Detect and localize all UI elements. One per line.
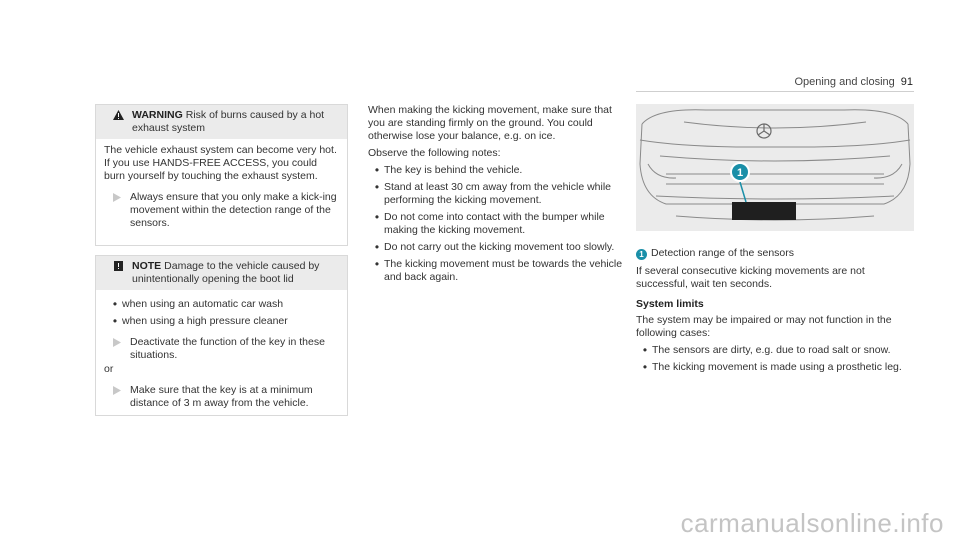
list-item: •Stand at least 30 cm away from the vehi… (370, 181, 623, 207)
page-number: 91 (900, 76, 913, 88)
retry-paragraph: If several consecutive kicking movements… (636, 265, 865, 290)
note-or: or (104, 363, 114, 375)
list-item: •when using a high pressure cleaner (108, 315, 339, 328)
bullet-icon: • (374, 240, 380, 254)
warning-triangle-icon (104, 109, 132, 135)
section-heading: System limits (636, 298, 704, 310)
bullet-icon: • (374, 210, 380, 224)
watermark: carmanualsonline.info (680, 508, 944, 538)
action-arrow-icon (104, 336, 130, 362)
action-arrow-icon (104, 384, 130, 410)
callout-number: 1 (737, 167, 743, 179)
warning-keyword: WARNING (132, 109, 183, 121)
list-item: •The key is behind the vehicle. (370, 164, 623, 177)
list-item: •The sensors are dirty, e.g. due to road… (638, 344, 916, 357)
intro-paragraph: When making the kicking movement, make s… (368, 104, 612, 142)
list-item: •Do not come into contact with the bumpe… (370, 211, 623, 237)
note-heading: Damage to the vehicle caused by unintent… (132, 260, 320, 285)
right-column: 1 Detection range of the sensors If sever… (636, 247, 916, 374)
notice-icon (104, 260, 132, 286)
list-item: •The kicking movement must be towards th… (370, 258, 623, 284)
bullet-icon: • (112, 297, 118, 311)
bullet-icon: • (374, 163, 380, 177)
bullet-icon: • (374, 257, 380, 271)
section-title: Opening and closing (794, 76, 895, 88)
bullet-icon: • (642, 343, 648, 357)
warning-body: The vehicle exhaust system can become ve… (104, 144, 337, 182)
limits-intro: The system may be impaired or may not fu… (636, 314, 892, 339)
figure-caption: 1 Detection range of the sensors (636, 247, 916, 260)
list-item: •when using an automatic car wash (108, 298, 339, 311)
vehicle-rear-illustration: 1 (636, 104, 914, 231)
car-rear-drawing: 1 (639, 109, 911, 221)
list-item: •The kicking movement is made using a pr… (638, 361, 916, 374)
bullet-icon: • (112, 314, 118, 328)
list-item: •Do not carry out the kicking movement t… (370, 241, 623, 254)
callout-badge: 1 (636, 249, 647, 260)
note-action-1: Deactivate the function of the key in th… (96, 336, 347, 362)
warning-action-text: Always ensure that you only make a kick-… (130, 191, 337, 229)
warning-action: Always ensure that you only make a kick-… (96, 191, 347, 230)
bullet-icon: • (374, 180, 380, 194)
action-arrow-icon (104, 191, 130, 230)
note-action-2: Make sure that the key is at a minimum d… (96, 384, 347, 410)
page-header: Opening and closing 91 (794, 76, 913, 89)
observe-line: Observe the following notes: (368, 147, 501, 159)
figure-caption-text: Detection range of the sensors (651, 247, 795, 259)
note-keyword: NOTE (132, 260, 162, 272)
warning-heading: Risk of burns caused by a hot exhaust sy… (132, 109, 325, 134)
header-rule (636, 91, 914, 92)
bullet-icon: • (642, 360, 648, 374)
middle-column: When making the kicking movement, make s… (368, 104, 623, 284)
